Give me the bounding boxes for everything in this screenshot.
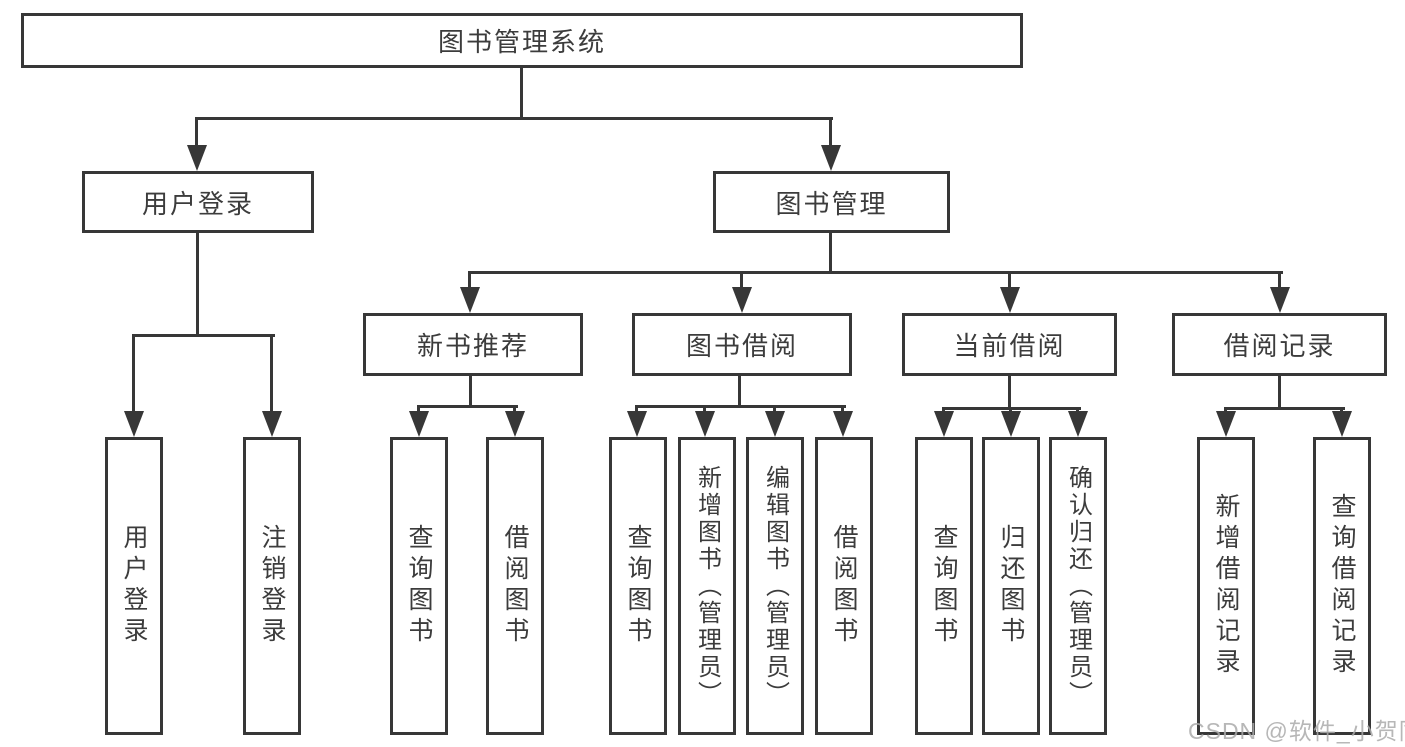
connector-bb-add-stem [703, 405, 706, 416]
connector-login-bus [132, 334, 275, 337]
connector-current-down [1008, 374, 1011, 409]
connector-nb-borrow-stem [513, 405, 516, 416]
connector-level2-bus [468, 271, 1283, 274]
node-login-label: 用户登录 [120, 524, 148, 648]
connector-newbooks-down [469, 374, 472, 407]
node-bb-query: 查询图书 [609, 437, 667, 735]
node-bb-add-label: 新增图书（管理员） [693, 464, 721, 708]
arrow-down-icon [505, 411, 525, 437]
node-nb-borrow-label: 借阅图书 [501, 524, 529, 648]
node-nb-borrow: 借阅图书 [486, 437, 544, 735]
connector-book-mgmt-stem [829, 117, 832, 149]
arrow-down-icon [765, 411, 785, 437]
node-bb-query-label: 查询图书 [624, 524, 652, 648]
node-bb-edit-label: 编辑图书（管理员） [761, 464, 789, 708]
node-current-borrow: 当前借阅 [902, 313, 1117, 376]
node-br-query: 查询借阅记录 [1313, 437, 1371, 735]
arrow-down-icon [262, 411, 282, 437]
node-user-login: 用户登录 [82, 171, 314, 233]
arrow-down-icon [124, 411, 144, 437]
arrow-down-icon [1001, 411, 1021, 437]
arrow-down-icon [627, 411, 647, 437]
arrow-down-icon [695, 411, 715, 437]
arrow-down-icon [833, 411, 853, 437]
node-bb-edit: 编辑图书（管理员） [746, 437, 804, 735]
connector-book-borrow-stem [740, 271, 743, 293]
node-logout-label: 注销登录 [258, 524, 286, 648]
node-borrow-records: 借阅记录 [1172, 313, 1387, 376]
node-new-books: 新书推荐 [363, 313, 583, 376]
arrow-down-icon [1216, 411, 1236, 437]
arrow-down-icon [732, 287, 752, 313]
arrow-down-icon [934, 411, 954, 437]
connector-current-borrow-stem [1008, 271, 1011, 293]
arrow-down-icon [1332, 411, 1352, 437]
node-root-system: 图书管理系统 [21, 13, 1023, 68]
node-br-query-label: 查询借阅记录 [1328, 493, 1356, 679]
connector-bb-query-stem [635, 405, 638, 416]
connector-bookborrow-down [738, 374, 741, 407]
connector-user-login-stem [195, 117, 198, 149]
connector-newbooks-bus [417, 405, 518, 408]
node-bb-borrow-label: 借阅图书 [830, 524, 858, 648]
node-nb-query-label: 查询图书 [405, 524, 433, 648]
connector-bb-edit-stem [773, 405, 776, 416]
connector-mgmt-stem [829, 233, 832, 273]
connector-new-books-stem [468, 271, 471, 293]
csdn-watermark: CSDN @软件_小贺同学 [1188, 718, 1405, 744]
node-cb-confirm-label: 确认归还（管理员） [1064, 464, 1092, 708]
connector-bb-borrow-stem [841, 405, 844, 416]
node-br-add-label: 新增借阅记录 [1212, 493, 1240, 679]
connector-bookborrow-bus [635, 405, 846, 408]
node-bb-add: 新增图书（管理员） [678, 437, 736, 735]
connector-login-stem [196, 231, 199, 337]
arrow-down-icon [821, 145, 841, 171]
node-book-mgmt: 图书管理 [713, 171, 950, 233]
connector-borrow-records-stem [1278, 271, 1281, 293]
node-nb-query: 查询图书 [390, 437, 448, 735]
node-logout: 注销登录 [243, 437, 301, 735]
arrow-down-icon [187, 145, 207, 171]
node-cb-query-label: 查询图书 [930, 524, 958, 648]
connector-level1-bus [195, 117, 833, 120]
node-book-borrow: 图书借阅 [632, 313, 852, 376]
node-login: 用户登录 [105, 437, 163, 735]
connector-logout-child-stem [270, 334, 273, 416]
connector-records-down [1278, 374, 1281, 409]
arrow-down-icon [1000, 287, 1020, 313]
node-cb-confirm: 确认归还（管理员） [1049, 437, 1107, 735]
arrow-down-icon [460, 287, 480, 313]
arrow-down-icon [1270, 287, 1290, 313]
node-cb-return: 归还图书 [982, 437, 1040, 735]
connector-root-stem [520, 66, 523, 120]
arrow-down-icon [1068, 411, 1088, 437]
connector-records-bus [1224, 407, 1345, 410]
node-cb-query: 查询图书 [915, 437, 973, 735]
node-cb-return-label: 归还图书 [997, 524, 1025, 648]
node-bb-borrow: 借阅图书 [815, 437, 873, 735]
arrow-down-icon [409, 411, 429, 437]
connector-nb-query-stem [417, 405, 420, 416]
node-br-add: 新增借阅记录 [1197, 437, 1255, 735]
connector-login-child-stem [132, 334, 135, 416]
